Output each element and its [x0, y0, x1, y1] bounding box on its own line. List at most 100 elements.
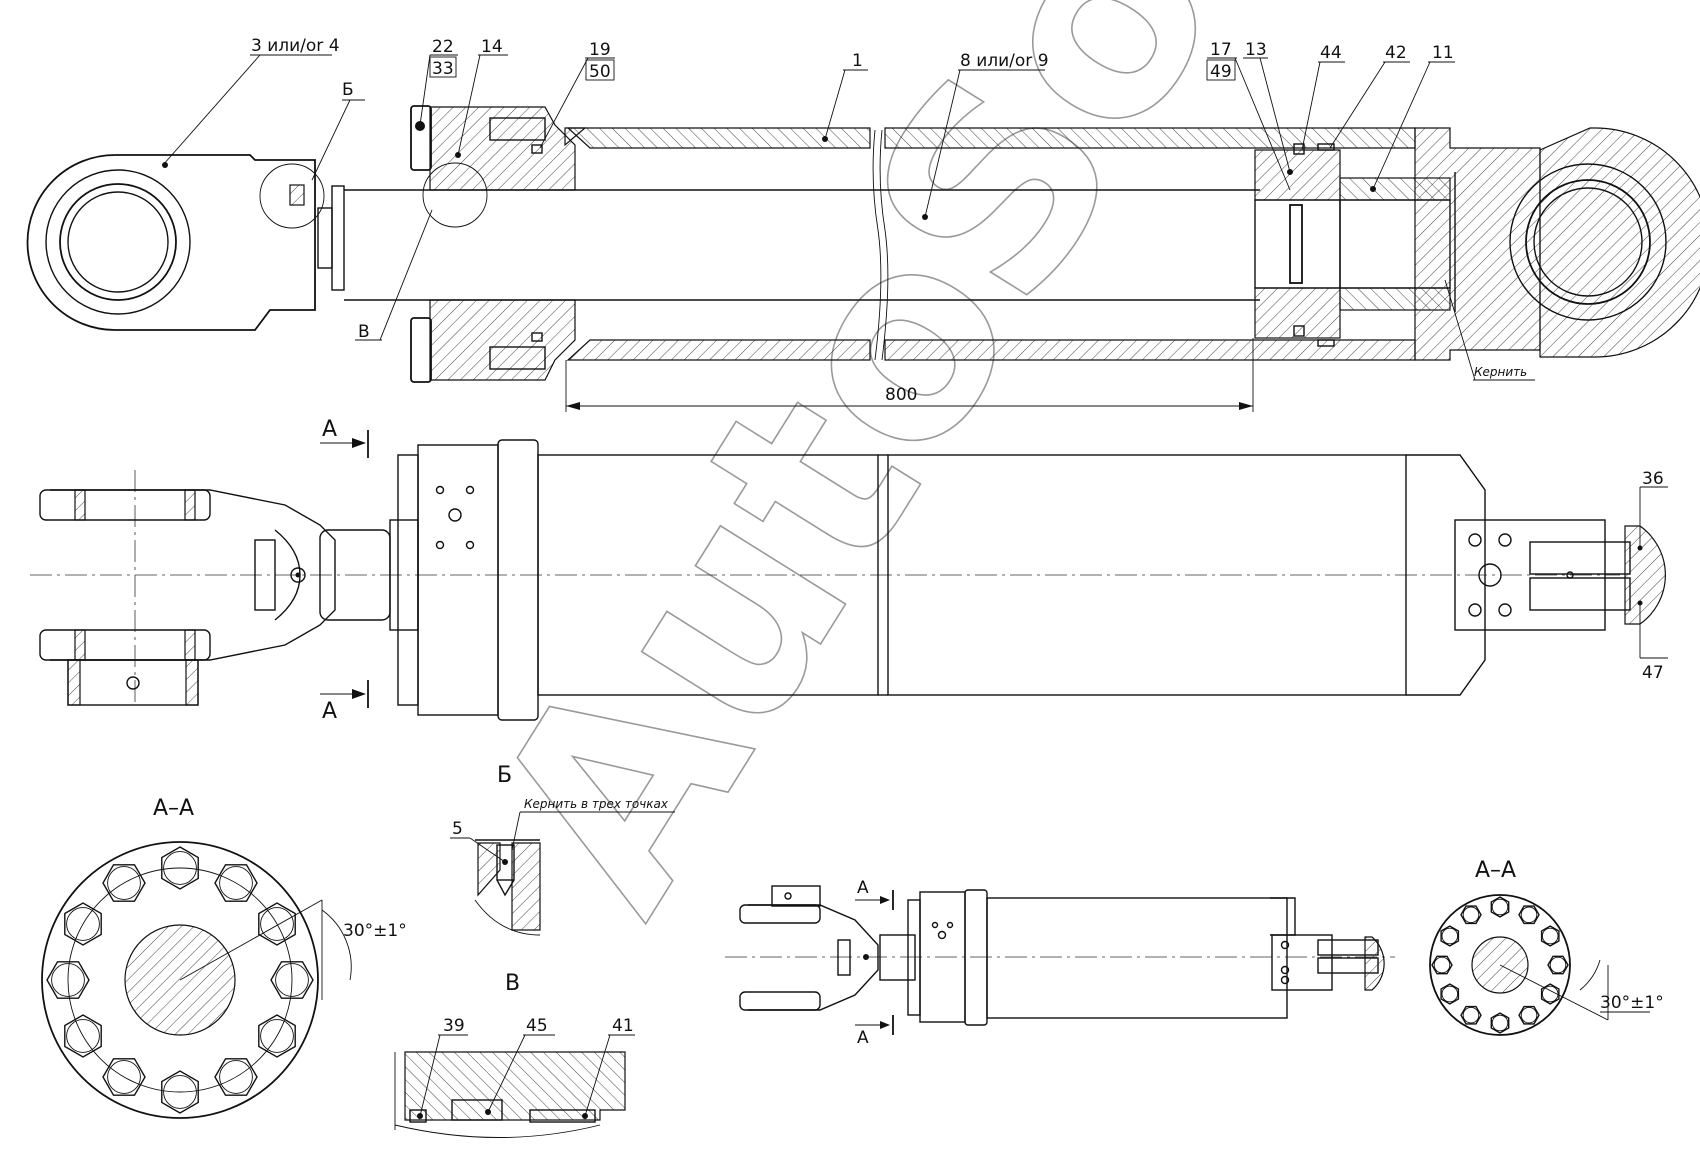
bolt-washer	[163, 851, 197, 885]
bolt-hex	[161, 1070, 199, 1114]
bolt-washer	[1433, 956, 1451, 974]
bolt-hex	[1540, 925, 1560, 947]
bolt-hex	[214, 1058, 258, 1096]
bolt-hex	[1440, 983, 1460, 1005]
callout-1: 1	[852, 51, 863, 71]
bolt-hex	[1547, 955, 1569, 975]
bolt-washer	[1441, 985, 1459, 1003]
callout-17: 17	[1210, 40, 1232, 60]
bolt-hex	[258, 1014, 296, 1058]
bolt-washer	[1541, 927, 1559, 945]
section-aa-left-title: А–А	[153, 796, 194, 821]
bolt-hex	[270, 961, 314, 999]
rod-eye-left	[26, 154, 345, 331]
callout-39: 39	[443, 1016, 465, 1036]
callout-47: 47	[1642, 663, 1664, 683]
callout-5: 5	[452, 819, 463, 839]
bolt-hex	[102, 864, 146, 902]
bolt-washer	[260, 1019, 294, 1053]
callouts-top: 3 или/or 4 Б 22 33 14 19 50 1 8 или/or 9	[162, 36, 1535, 381]
bolt-washer	[51, 963, 85, 997]
bolt-hex	[46, 961, 90, 999]
detail-v: В 39 45 41	[394, 971, 635, 1138]
section-aa-right: А–А 30°±1°	[1429, 858, 1664, 1036]
detail-v-title: В	[505, 971, 520, 996]
bolt-washer	[163, 1075, 197, 1109]
bolt-washer	[107, 1060, 141, 1094]
note-kernit: Кернить	[1474, 365, 1527, 379]
head-flange: А А	[320, 417, 539, 724]
bolt-washer	[1549, 956, 1567, 974]
bolt-hex	[258, 902, 296, 946]
section-a-bottom: А	[322, 699, 337, 724]
callout-41: 41	[612, 1016, 634, 1036]
section-aa-left: А–А 30°±1°	[41, 796, 407, 1119]
bolt-washer	[66, 1019, 100, 1053]
bolt-hex	[1431, 955, 1453, 975]
callout-45: 45	[526, 1016, 548, 1036]
bolt-washer	[275, 963, 309, 997]
bolt-hex	[1440, 925, 1460, 947]
rear-lug: 36 47	[1454, 469, 1668, 683]
external-view: А А	[30, 417, 1668, 724]
stroke-dimension: 800	[565, 338, 1254, 412]
cylinder-bottom-eye	[1414, 127, 1700, 361]
bolt-washer	[1462, 906, 1480, 924]
barrel-external	[537, 454, 1486, 696]
bolt-washer	[260, 907, 294, 941]
callout-49: 49	[1210, 62, 1232, 82]
bolt-hex	[64, 902, 102, 946]
bolt-hex	[1490, 1012, 1510, 1034]
bolt-washer	[1520, 1006, 1538, 1024]
gland-head	[410, 105, 576, 383]
detail-b: Б 5 Кернить в трех точках	[450, 763, 675, 936]
bolt-hex	[1540, 983, 1560, 1005]
bolt-washer	[219, 1060, 253, 1094]
callout-22: 22	[432, 37, 454, 57]
callout-v: В	[358, 322, 370, 342]
bolt-hex	[1518, 905, 1540, 925]
bolt-hex	[161, 846, 199, 890]
callout-33: 33	[432, 59, 454, 79]
callout-44: 44	[1320, 43, 1342, 63]
bolt-hex	[64, 1014, 102, 1058]
callout-8-or-9: 8 или/or 9	[960, 51, 1049, 71]
bolt-hex	[1460, 1005, 1482, 1025]
callout-b: Б	[342, 80, 354, 100]
bolt-hex	[1460, 905, 1482, 925]
bolt-washer	[1441, 927, 1459, 945]
callout-14: 14	[481, 37, 503, 57]
clevis-fork	[39, 489, 391, 706]
bolt-washer	[107, 866, 141, 900]
callout-50: 50	[589, 62, 611, 82]
angle-right: 30°±1°	[1600, 993, 1664, 1013]
callout-42: 42	[1385, 43, 1407, 63]
bolt-washer	[1462, 1006, 1480, 1024]
bolt-washer	[1541, 985, 1559, 1003]
section-aa-right-title: А–А	[1475, 858, 1516, 883]
bolt-washer	[1491, 898, 1509, 916]
callout-36: 36	[1642, 469, 1664, 489]
bolt-washer	[66, 907, 100, 941]
small-section-a-top: А	[857, 878, 869, 898]
bolt-washer	[219, 866, 253, 900]
callout-19: 19	[589, 40, 611, 60]
callout-13: 13	[1245, 40, 1267, 60]
bolt-washer	[1520, 906, 1538, 924]
callout-11: 11	[1432, 43, 1454, 63]
bolt-heads-right	[1431, 896, 1569, 1034]
small-section-a-bottom: А	[857, 1028, 869, 1048]
small-external-view: А А	[725, 878, 1395, 1048]
section-a-top: А	[322, 417, 337, 442]
bolt-hex	[1490, 896, 1510, 918]
bolt-hex	[214, 864, 258, 902]
bolt-hex	[1518, 1005, 1540, 1025]
angle-left: 30°±1°	[343, 921, 407, 941]
bolt-heads-left	[46, 846, 314, 1114]
bolt-washer	[1491, 1014, 1509, 1032]
note-kernit-three: Кернить в трех точках	[524, 797, 669, 811]
longitudinal-section-view: 800 3 или/or 4 Б 22 33 14 19 50 1	[26, 36, 1700, 412]
dimension-800: 800	[885, 385, 917, 405]
detail-b-title: Б	[497, 763, 512, 788]
